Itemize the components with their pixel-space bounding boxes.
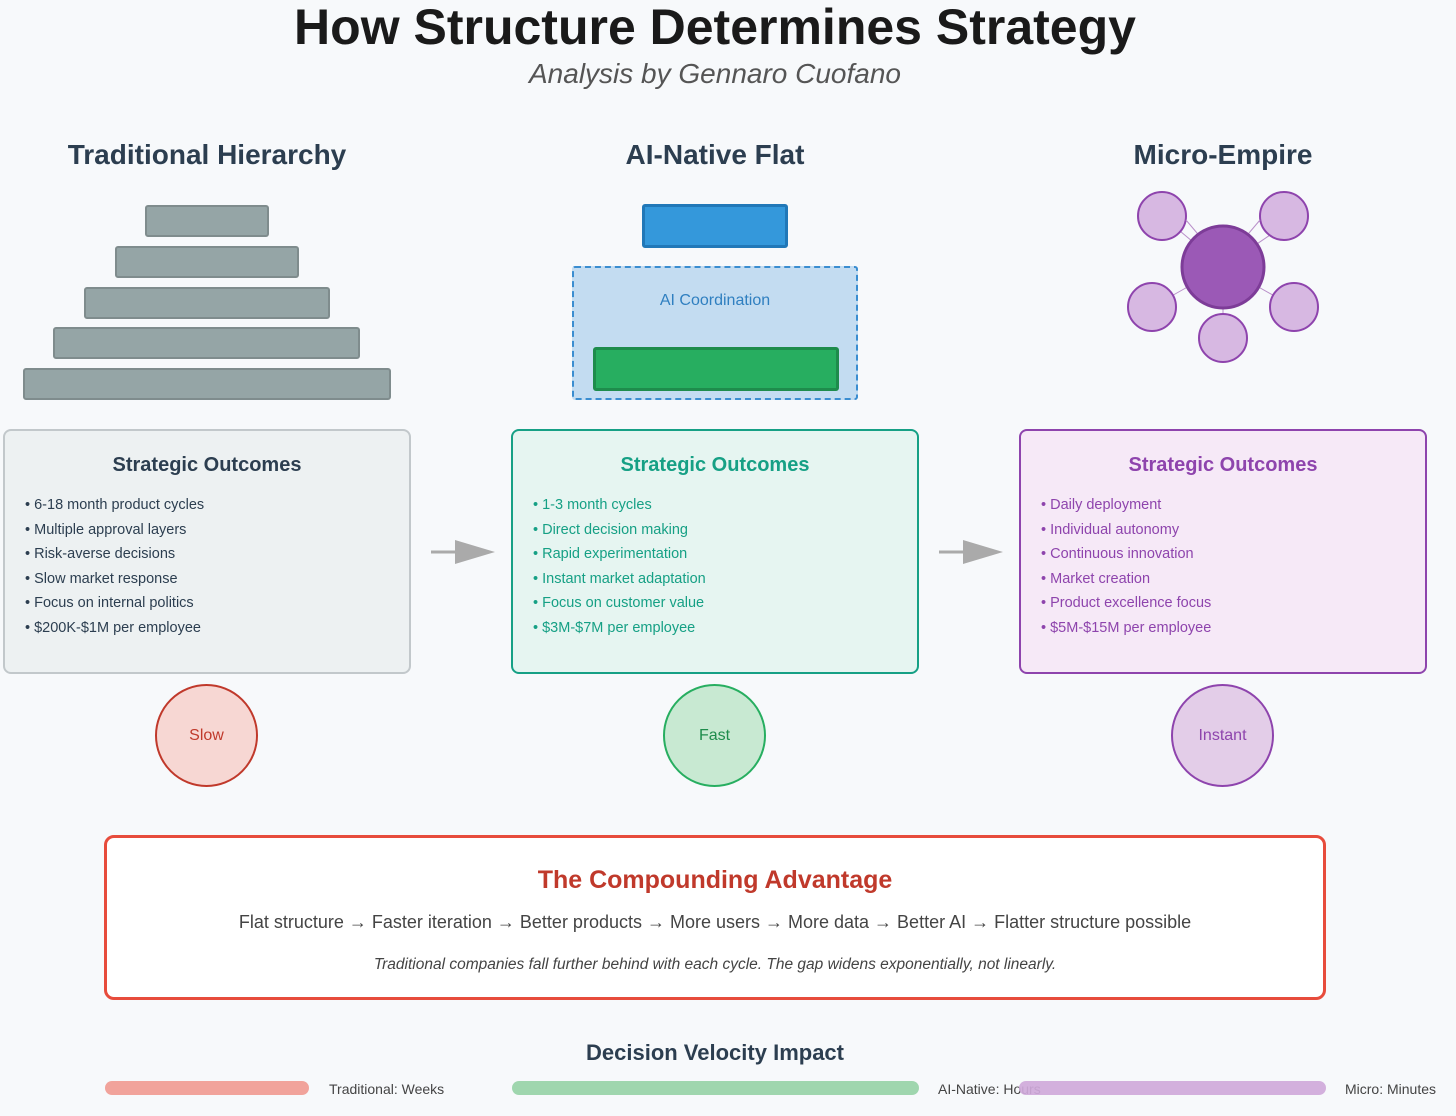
compounding-advantage-box: The Compounding Advantage Flat structure… (104, 835, 1326, 1000)
compounding-note: Traditional companies fall further behin… (373, 956, 1057, 973)
ai-coordination-layer: AI Coordination (572, 266, 858, 400)
list-item: $3M-$7M per employee (533, 616, 706, 641)
ai-native-leader-block (642, 204, 788, 248)
speed-badge-instant: Instant (1171, 684, 1274, 787)
compounding-chain: Flat structure → Faster iteration → Bett… (238, 912, 1192, 932)
list-item: Market creation (1041, 567, 1211, 592)
arrow-right-icon (431, 540, 495, 564)
satellite-node (1269, 282, 1319, 332)
outcomes-box-micro-empire: Strategic Outcomes Daily deployment Indi… (1019, 429, 1427, 674)
page-subtitle: Analysis by Gennaro Cuofano (529, 58, 901, 89)
speed-badge-fast: Fast (663, 684, 766, 787)
central-node (1180, 224, 1266, 310)
hierarchy-tier (23, 368, 391, 400)
velocity-label-micro: Micro: Minutes (1345, 1081, 1437, 1097)
ai-coordination-label: AI Coordination (659, 292, 771, 309)
outcomes-list: 1-3 month cycles Direct decision making … (533, 493, 706, 640)
page-title: How Structure Determines Strategy (294, 0, 1136, 55)
velocity-title: Decision Velocity Impact (586, 1040, 844, 1065)
outcomes-title: Strategic Outcomes (620, 454, 810, 476)
outcomes-title: Strategic Outcomes (112, 454, 302, 476)
column-title-micro-empire: Micro-Empire (1133, 139, 1313, 170)
arrow-right-icon (939, 540, 1003, 564)
list-item: Continuous innovation (1041, 542, 1211, 567)
hierarchy-tier (84, 287, 330, 319)
outcomes-list: 6-18 month product cycles Multiple appro… (25, 493, 204, 640)
hierarchy-tier (145, 205, 269, 237)
column-title-traditional: Traditional Hierarchy (67, 139, 347, 170)
list-item: Individual autonomy (1041, 518, 1211, 543)
velocity-label-ai-native: AI-Native: Hours (938, 1081, 1041, 1097)
list-item: Daily deployment (1041, 493, 1211, 518)
list-item: Risk-averse decisions (25, 542, 204, 567)
ai-native-team-block (593, 347, 839, 391)
outcomes-list: Daily deployment Individual autonomy Con… (1041, 493, 1211, 640)
velocity-bar-ai-native (512, 1081, 919, 1095)
list-item: $200K-$1M per employee (25, 616, 204, 641)
outcomes-title: Strategic Outcomes (1128, 454, 1318, 476)
satellite-node (1198, 313, 1248, 363)
column-title-ai-native: AI-Native Flat (625, 139, 805, 170)
velocity-bar-micro (1019, 1081, 1326, 1095)
list-item: Direct decision making (533, 518, 706, 543)
list-item: $5M-$15M per employee (1041, 616, 1211, 641)
hierarchy-tier (115, 246, 299, 278)
compounding-title: The Compounding Advantage (537, 866, 893, 894)
outcomes-box-traditional: Strategic Outcomes 6-18 month product cy… (3, 429, 411, 674)
velocity-label-traditional: Traditional: Weeks (329, 1081, 445, 1097)
velocity-bar-traditional (105, 1081, 309, 1095)
list-item: Instant market adaptation (533, 567, 706, 592)
list-item: Rapid experimentation (533, 542, 706, 567)
satellite-node (1127, 282, 1177, 332)
speed-badge-slow: Slow (155, 684, 258, 787)
satellite-node (1137, 191, 1187, 241)
list-item: Multiple approval layers (25, 518, 204, 543)
list-item: Focus on customer value (533, 591, 706, 616)
list-item: 6-18 month product cycles (25, 493, 204, 518)
list-item: Slow market response (25, 567, 204, 592)
micro-empire-network (1127, 191, 1319, 363)
satellite-node (1259, 191, 1309, 241)
list-item: Focus on internal politics (25, 591, 204, 616)
hierarchy-tier (53, 327, 360, 359)
list-item: Product excellence focus (1041, 591, 1211, 616)
outcomes-box-ai-native: Strategic Outcomes 1-3 month cycles Dire… (511, 429, 919, 674)
list-item: 1-3 month cycles (533, 493, 706, 518)
